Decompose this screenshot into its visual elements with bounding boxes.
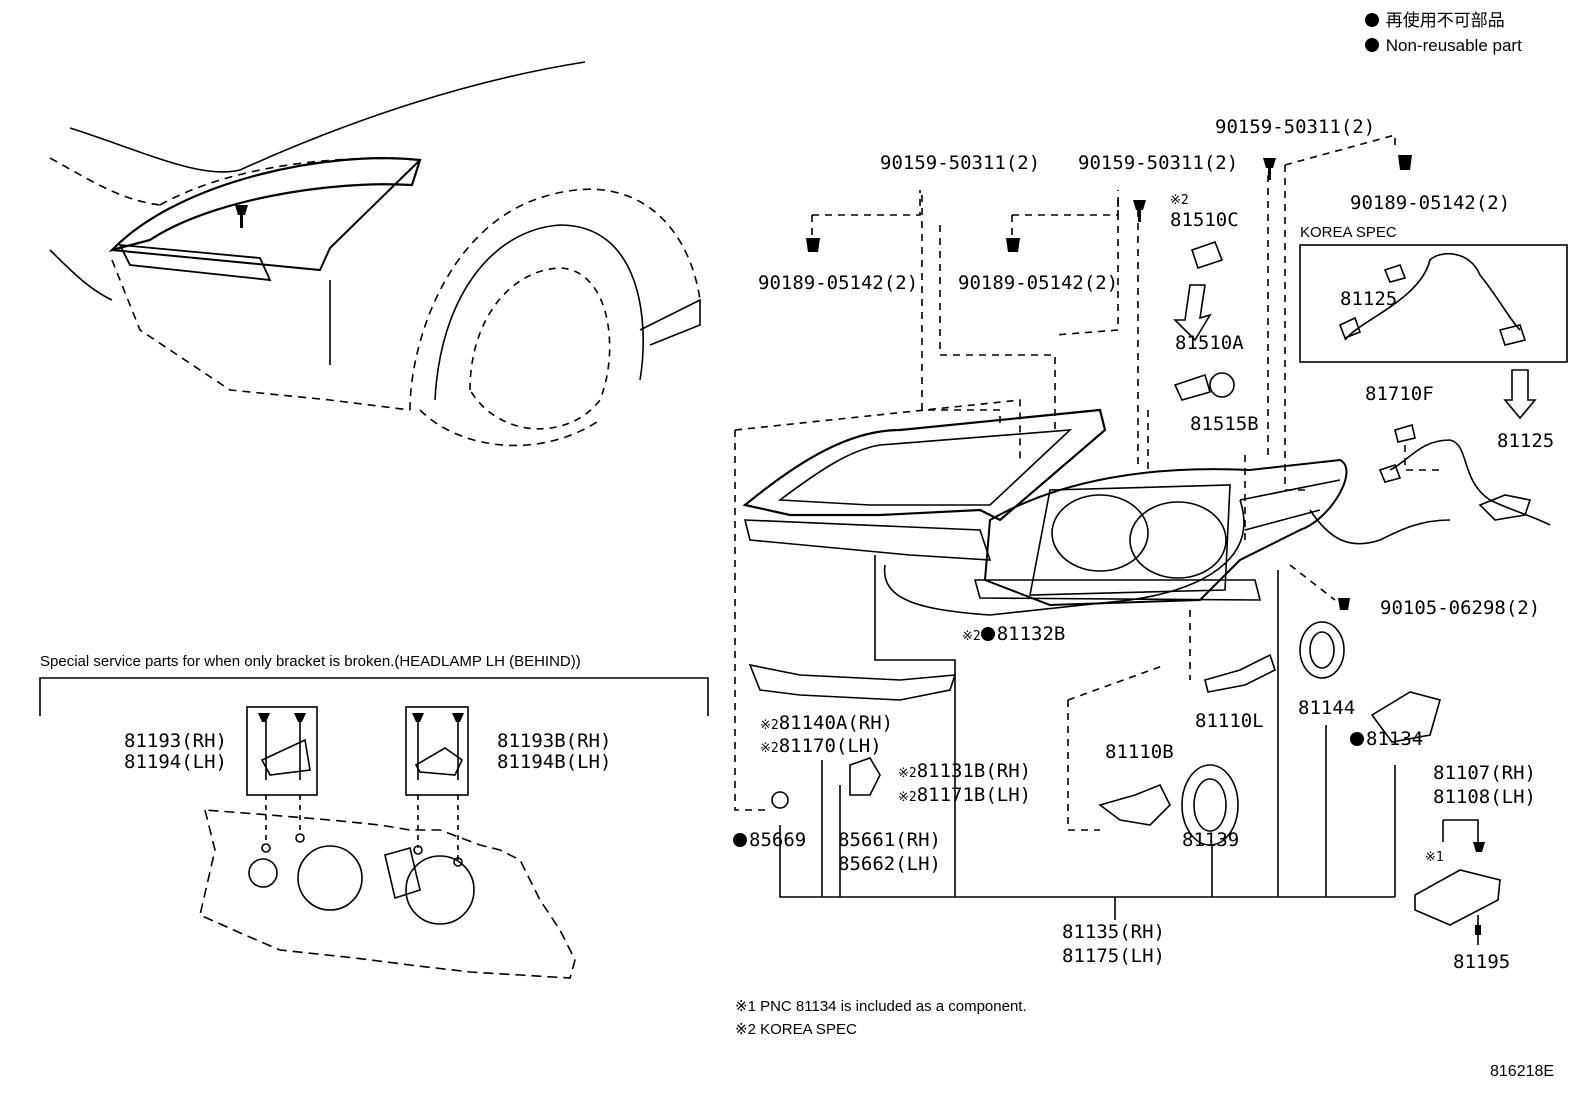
part-90159-50311-c[interactable]: 90159-50311(2) <box>1215 116 1376 138</box>
part-90189-05142-a[interactable]: 90189-05142(2) <box>758 272 919 294</box>
leader-lines-tree <box>779 555 1479 945</box>
legend-jp: 再使用不可部品 <box>1365 12 1505 30</box>
part-81510C[interactable]: 81510C <box>1170 209 1239 231</box>
component-mark-81107: ※1 <box>1425 850 1444 865</box>
part-81193B[interactable]: 81193B(RH) <box>497 730 612 752</box>
headlamp-assembly <box>742 240 1568 926</box>
part-81194[interactable]: 81194(LH) <box>124 751 227 773</box>
part-81108[interactable]: 81108(LH) <box>1433 786 1536 808</box>
legend-en: Non-reusable part <box>1365 37 1522 55</box>
vehicle-front-outline <box>49 61 701 447</box>
part-85661[interactable]: 85661(RH) <box>838 829 941 851</box>
part-81510A[interactable]: 81510A <box>1175 332 1244 354</box>
non-reusable-dot-icon <box>1350 732 1364 746</box>
part-81515B[interactable]: 81515B <box>1190 413 1259 435</box>
part-81125-korea[interactable]: 81125 <box>1340 288 1398 310</box>
part-81194B[interactable]: 81194B(LH) <box>497 751 612 773</box>
part-81110B[interactable]: 81110B <box>1105 741 1174 763</box>
part-81144[interactable]: 81144 <box>1298 697 1356 719</box>
part-81134[interactable]: 81134 <box>1350 728 1423 750</box>
korea-spec-label: KOREA SPEC <box>1300 224 1397 241</box>
korea-mark-81510C: ※2 <box>1170 193 1189 208</box>
bracket-section <box>39 677 709 979</box>
part-81107[interactable]: 81107(RH) <box>1433 762 1536 784</box>
part-81195[interactable]: 81195 <box>1453 951 1511 973</box>
part-90105-06298[interactable]: 90105-06298(2) <box>1380 597 1541 619</box>
note-2: ※2 KOREA SPEC <box>735 1021 857 1038</box>
part-90159-50311-b[interactable]: 90159-50311(2) <box>1078 152 1239 174</box>
part-81171B[interactable]: ※281171B(LH) <box>898 784 1032 806</box>
part-90189-05142-b[interactable]: 90189-05142(2) <box>958 272 1119 294</box>
part-81193[interactable]: 81193(RH) <box>124 730 227 752</box>
part-81135[interactable]: 81135(RH) <box>1062 921 1165 943</box>
part-81110L[interactable]: 81110L <box>1195 710 1264 732</box>
non-reusable-dot-icon <box>980 627 995 641</box>
part-85662[interactable]: 85662(LH) <box>838 853 941 875</box>
note-1: ※1 PNC 81134 is included as a component. <box>735 998 1027 1015</box>
part-81170[interactable]: ※281170(LH) <box>760 735 882 757</box>
part-90159-50311-a[interactable]: 90159-50311(2) <box>880 152 1041 174</box>
part-81175[interactable]: 81175(LH) <box>1062 945 1165 967</box>
part-85669[interactable]: 85669 <box>733 829 806 851</box>
non-reusable-dot-icon <box>1365 38 1379 52</box>
part-81131B[interactable]: ※281131B(RH) <box>898 760 1032 782</box>
non-reusable-dot-icon <box>733 833 747 847</box>
leader-lines-upper <box>734 133 1445 831</box>
part-81710F[interactable]: 81710F <box>1365 383 1434 405</box>
part-81139[interactable]: 81139 <box>1182 829 1240 851</box>
part-90189-05142-c[interactable]: 90189-05142(2) <box>1350 192 1511 214</box>
special-service-caption: Special service parts for when only brac… <box>40 653 581 670</box>
non-reusable-dot-icon <box>1365 13 1379 27</box>
figure-id: 816218E <box>1490 1063 1555 1080</box>
part-81125[interactable]: 81125 <box>1497 430 1555 452</box>
screw-icons <box>235 155 1485 935</box>
part-81140A[interactable]: ※281140A(RH) <box>760 712 894 734</box>
